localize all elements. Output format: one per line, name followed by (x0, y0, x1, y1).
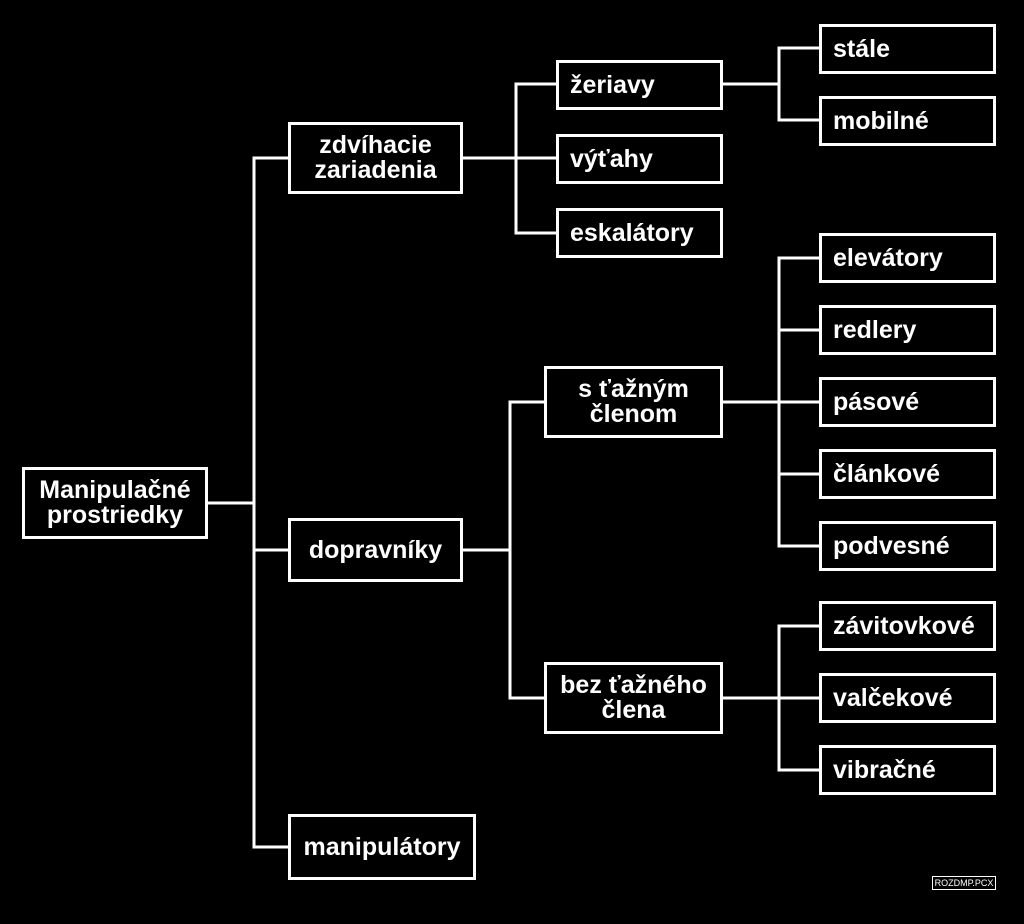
manipulators-label: manipulátory (303, 832, 461, 861)
file-signature: ROZDMP.PCX (932, 876, 996, 890)
screw-conveyors-label: závitovkové (833, 611, 975, 640)
overhead-conveyors-node: podvesné (819, 521, 996, 571)
overhead-conveyors-label: podvesné (833, 531, 950, 560)
belt-conveyors-label: pásové (833, 387, 920, 416)
mobile-cranes-label: mobilné (833, 106, 929, 135)
vibrating-conveyors-label: vibračné (833, 755, 936, 784)
elevators-label: výťahy (570, 144, 653, 173)
apron-conveyors-label: článkové (833, 459, 941, 488)
roller-conveyors-node: valčekové (819, 673, 996, 723)
without-traction-node: bez ťažného člena (544, 662, 723, 734)
cranes-label: žeriavy (570, 70, 655, 99)
lifting-equipment-node: zdvíhacie zariadenia (288, 122, 463, 194)
with-traction-node: s ťažným členom (544, 366, 723, 438)
mobile-cranes-node: mobilné (819, 96, 996, 146)
escalators-label: eskalátory (570, 218, 694, 247)
conveyors-label: dopravníky (308, 535, 443, 564)
bucket-elevators-label: elevátory (833, 243, 943, 272)
fixed-cranes-label: stále (833, 34, 890, 63)
elevators-node: výťahy (556, 134, 723, 184)
with-traction-label: s ťažným členom (578, 375, 689, 428)
root-label: Manipulačné prostriedky (39, 476, 191, 529)
manipulators-node: manipulátory (288, 814, 476, 880)
belt-conveyors-node: pásové (819, 377, 996, 427)
vibrating-conveyors-node: vibračné (819, 745, 996, 795)
roller-conveyors-label: valčekové (833, 683, 953, 712)
redlers-label: redlery (833, 315, 917, 344)
cranes-node: žeriavy (556, 60, 723, 110)
fixed-cranes-node: stále (819, 24, 996, 74)
without-traction-label: bez ťažného člena (560, 671, 707, 724)
escalators-node: eskalátory (556, 208, 723, 258)
apron-conveyors-node: článkové (819, 449, 996, 499)
lifting-equipment-label: zdvíhacie zariadenia (314, 131, 437, 184)
root-node: Manipulačné prostriedky (22, 467, 208, 539)
bucket-elevators-node: elevátory (819, 233, 996, 283)
screw-conveyors-node: závitovkové (819, 601, 996, 651)
conveyors-node: dopravníky (288, 518, 463, 582)
redlers-node: redlery (819, 305, 996, 355)
